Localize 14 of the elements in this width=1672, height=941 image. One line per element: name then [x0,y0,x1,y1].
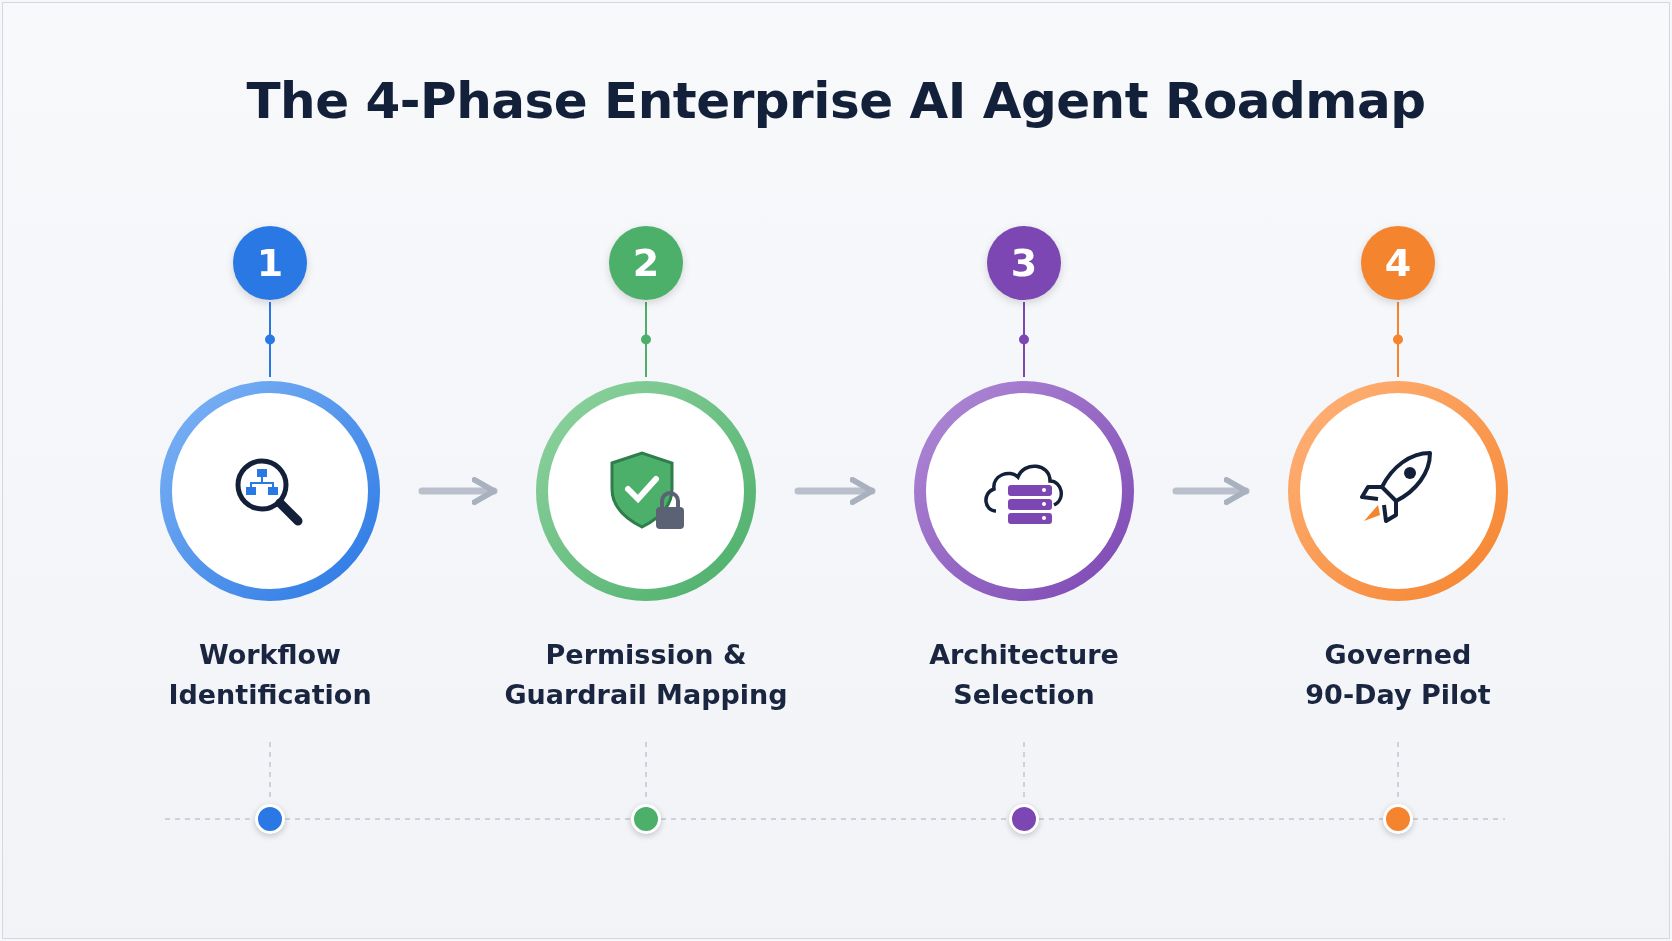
phase-title: Workflow Identification [167,638,373,712]
arrow [794,477,876,505]
arrow [418,477,498,505]
connector-line [1023,301,1025,378]
phase-title: Governed 90-Day Pilot [1304,638,1492,712]
connector-line [269,301,271,378]
phase-title: Architecture Selection [928,638,1120,712]
dashed-line [284,818,632,820]
dashed-line [1038,818,1384,820]
title: The 4-Phase Enterprise AI Agent Roadmap [245,72,1427,130]
connector-line [645,301,647,378]
phase-title: Permission & Guardrail Mapping [503,638,789,712]
arrow [1172,477,1250,505]
connector-line [1397,301,1399,378]
